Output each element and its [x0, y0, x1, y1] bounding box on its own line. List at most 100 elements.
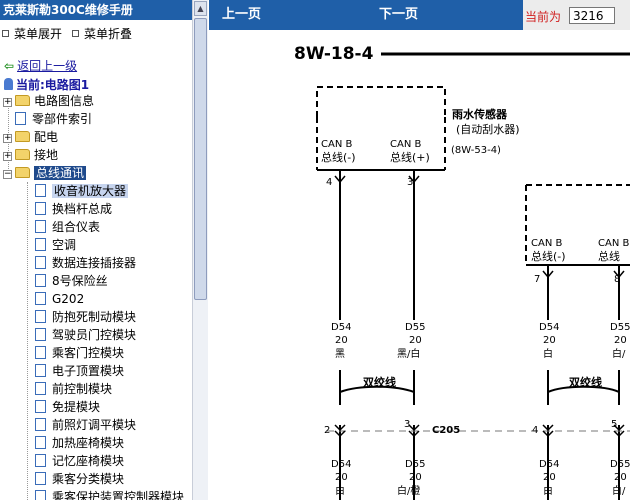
expand-icon[interactable]: + — [3, 151, 12, 161]
document-icon — [35, 472, 46, 485]
tree-item-parts-index[interactable]: 零部件索引 — [3, 110, 92, 128]
wire-code: D55 — [405, 459, 425, 470]
tree-child-item[interactable]: G202 — [35, 290, 84, 308]
wire-color: 白/ — [612, 347, 626, 360]
diagram-page-code: 8W-18-4 — [294, 44, 374, 64]
tree-child-item[interactable]: 前控制模块 — [35, 380, 112, 398]
connector-chevron — [542, 270, 554, 279]
document-icon — [35, 292, 46, 305]
tree-child-item[interactable]: 收音机放大器 — [35, 182, 129, 200]
pin-number: 8 — [614, 274, 620, 285]
module1-outline — [316, 86, 446, 117]
document-icon — [35, 400, 46, 413]
module2-pin2-label: CAN B — [598, 238, 629, 249]
module1-title: 雨水传感器 — [452, 107, 508, 121]
wire-group — [339, 170, 620, 500]
user-icon — [4, 78, 13, 90]
wire-labels-upper: D54 20 黑 D55 20 黑/白 D54 20 白 D55 20 白/ — [331, 322, 630, 360]
twisted-pair-2 — [547, 370, 620, 405]
tree-child-label: 乘客保护装置控制器模块 — [52, 490, 185, 500]
wire-color: 黑/白 — [397, 347, 420, 360]
tree-child-item[interactable]: 8号保险丝 — [35, 272, 108, 290]
tree-child-item[interactable]: 防抱死制动模块 — [35, 308, 136, 326]
wire-gauge: 20 — [335, 335, 348, 346]
document-icon — [35, 382, 46, 395]
wire-labels-lower: D54 20 白 D55 20 白/橙 D54 20 白 D55 20 白/ — [331, 459, 630, 497]
wire-color: 白 — [543, 484, 553, 497]
connector-chevron — [408, 175, 420, 184]
tree-child-item[interactable]: 前照灯调平模块 — [35, 416, 136, 434]
tree-child-label: 数据连接插接器 — [52, 256, 137, 270]
tree-child-item[interactable]: 乘客门控模块 — [35, 344, 124, 362]
tree-child-label: 乘客门控模块 — [52, 346, 125, 360]
module1-pin1-label: CAN B — [321, 139, 352, 150]
tree-item-circuit-info[interactable]: +电路图信息 — [3, 94, 95, 108]
tree-child-label: 组合仪表 — [52, 220, 101, 234]
scroll-up-arrow-icon[interactable]: ▲ — [194, 1, 207, 16]
wire-code: D54 — [331, 459, 351, 470]
current-location: 当前:电路图1 — [4, 76, 89, 93]
module1-subtitle: (自动刮水器) — [456, 122, 520, 136]
twisted-pair-1 — [339, 370, 415, 405]
back-link[interactable]: ⇦返回上一级 — [4, 59, 78, 73]
tree-child-item[interactable]: 驾驶员门控模块 — [35, 326, 136, 344]
tree-child-item[interactable]: 换档杆总成 — [35, 200, 112, 218]
module1-pin2-label: CAN B — [390, 139, 421, 150]
tree-item-ground[interactable]: +接地 — [3, 148, 59, 162]
pin-number: 4 — [326, 177, 332, 188]
current-page-input[interactable] — [569, 7, 615, 24]
tree-child-item[interactable]: 数据连接插接器 — [35, 254, 136, 272]
module2-pin2-sub: 总线 — [598, 249, 620, 263]
tree-child-item[interactable]: 组合仪表 — [35, 218, 100, 236]
expand-icon[interactable]: + — [3, 97, 12, 107]
prev-page-button[interactable]: 上一页 — [222, 7, 262, 22]
app-title: 克莱斯勒300C维修手册 — [0, 0, 192, 20]
tree-child-item[interactable]: 免提模块 — [35, 398, 100, 416]
connector-label: C205 — [432, 425, 460, 436]
collapse-icon[interactable]: − — [3, 169, 12, 179]
document-icon — [35, 256, 46, 269]
document-icon — [35, 202, 46, 215]
tree-scrollbar[interactable]: ▲ — [192, 0, 208, 500]
module1-ref: (8W-53-4) — [451, 145, 501, 156]
tree-item-power-distribution[interactable]: +配电 — [3, 130, 59, 144]
wire-code: D54 — [539, 322, 559, 333]
tree-child-item[interactable]: 加热座椅模块 — [35, 434, 124, 452]
cavity-number: 4 — [532, 425, 538, 436]
tree-child-item[interactable]: 乘客保护装置控制器模块 — [35, 488, 184, 500]
next-page-button[interactable]: 下一页 — [379, 7, 419, 22]
document-icon — [35, 274, 46, 287]
tree-child-item[interactable]: 记忆座椅模块 — [35, 452, 124, 470]
twisted-pair-label: 双绞线 — [363, 375, 396, 389]
menu-expand-button[interactable]: 菜单展开 — [2, 25, 62, 42]
document-icon — [35, 346, 46, 359]
tree-child-label: 前控制模块 — [52, 382, 113, 396]
document-icon — [35, 418, 46, 431]
scrollbar-thumb[interactable] — [194, 18, 207, 300]
wire-code: D54 — [539, 459, 559, 470]
cavity-number: 2 — [324, 425, 330, 436]
menu-collapse-button[interactable]: 菜单折叠 — [72, 25, 132, 42]
tree-child-label: 驾驶员门控模块 — [52, 328, 137, 342]
tree-child-label: 记忆座椅模块 — [52, 454, 125, 468]
document-icon — [35, 490, 46, 500]
tree-child-item[interactable]: 电子顶置模块 — [35, 362, 124, 380]
wire-color: 白/橙 — [397, 484, 420, 497]
document-icon — [35, 220, 46, 233]
wiring-diagram-svg: 8W-18-4 CAN B 总线(-) CAN B 总线(+) 雨水传感器 (自… — [294, 44, 630, 500]
square-icon — [2, 30, 9, 37]
tree-child-item[interactable]: 乘客分类模块 — [35, 470, 124, 488]
module1-pin2-sub: 总线(+) — [390, 150, 430, 164]
left-navigation-panel: 克莱斯勒300C维修手册 菜单展开 菜单折叠 ⇦返回上一级 当前:电路图1 +电… — [0, 0, 208, 500]
expand-icon[interactable]: + — [3, 133, 12, 143]
tree-child-item[interactable]: 空调 — [35, 236, 76, 254]
tree-child-label: 换档杆总成 — [52, 202, 113, 216]
current-page-label: 当前为 — [525, 10, 562, 24]
wire-gauge: 20 — [614, 472, 627, 483]
wire-gauge: 20 — [543, 472, 556, 483]
wire-color: 黑 — [335, 348, 345, 360]
tree-item-bus-communication[interactable]: −总线通讯 — [3, 166, 87, 180]
document-icon — [35, 436, 46, 449]
wire-code: D55 — [610, 459, 630, 470]
tree-child-label: 8号保险丝 — [52, 274, 108, 288]
